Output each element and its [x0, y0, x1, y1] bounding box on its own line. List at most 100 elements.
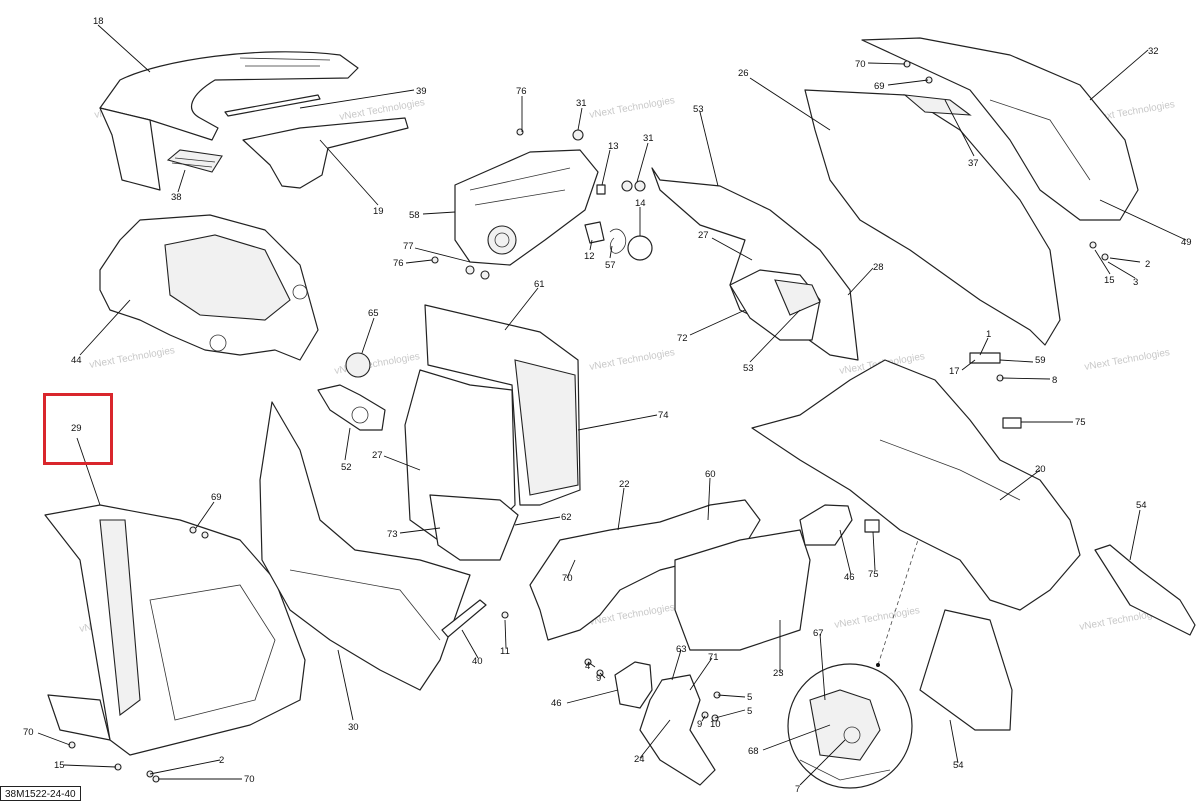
callout-label: 5 — [747, 706, 752, 717]
part-53-27-28-72-panels — [651, 167, 859, 361]
callout-label: 69 — [211, 492, 222, 503]
watermark: vNext Technologies — [339, 97, 426, 123]
part-17-59-clip — [969, 352, 1001, 364]
callout-label: 9 — [596, 673, 601, 684]
diagram-code-label: 38M1522-24-40 — [0, 786, 81, 801]
part-46-left-mirror — [614, 661, 653, 709]
part-52-bracket — [317, 384, 386, 431]
highlight-box-part-29 — [43, 393, 113, 465]
callout-label: 15 — [54, 760, 65, 771]
callout-label: 54 — [953, 760, 964, 771]
part-75-clip — [864, 519, 880, 533]
part-65-ring — [345, 352, 371, 378]
callout-label: 28 — [873, 262, 884, 273]
watermark: vNext Technologies — [89, 345, 176, 371]
callout-label: 44 — [71, 355, 82, 366]
callout-label: 70 — [855, 59, 866, 70]
part-20-front-lower-fairing — [751, 359, 1081, 611]
callout-label: 26 — [738, 68, 749, 79]
dashed-reference-line — [877, 539, 919, 666]
fasteners — [68, 60, 1109, 783]
callout-label: 19 — [373, 206, 384, 217]
callout-label: 57 — [605, 260, 616, 271]
part-26-32-37-49-upper-right-assembly — [804, 37, 1139, 346]
part-57-spring-clip — [609, 228, 627, 254]
callout-label: 52 — [341, 462, 352, 473]
callout-label: 75 — [1075, 417, 1086, 428]
watermark: vNext Technologies — [1084, 347, 1171, 373]
callout-label: 75 — [868, 569, 879, 580]
watermark: vNext Technologies — [834, 605, 921, 631]
part-22-60-mid-fairing — [529, 499, 811, 651]
callout-label: 4 — [585, 661, 590, 672]
detail-inset — [787, 663, 913, 789]
callout-label: 39 — [416, 86, 427, 97]
part-40-bracket — [441, 599, 487, 638]
callout-label: 73 — [387, 529, 398, 540]
callout-label: 65 — [368, 308, 379, 319]
callout-label: 31 — [643, 133, 654, 144]
callout-label: 58 — [409, 210, 420, 221]
callout-label: 76 — [516, 86, 527, 97]
callout-label: 46 — [844, 572, 855, 583]
part-31-grommet — [572, 129, 584, 141]
part-18-top-cover — [99, 51, 359, 191]
callout-label: 12 — [584, 251, 595, 262]
callout-labels: 18 39 38 19 76 31 13 31 14 58 77 76 12 5… — [23, 16, 1192, 795]
callout-label: 77 — [403, 241, 414, 252]
callout-label: 1 — [986, 329, 991, 340]
callout-label: 70 — [23, 727, 34, 738]
callout-label: 27 — [698, 230, 709, 241]
part-75-clip — [1002, 417, 1022, 429]
leader-lines — [37, 24, 1187, 786]
callout-label: 27 — [372, 450, 383, 461]
callout-label: 53 — [693, 104, 704, 115]
part-46-right-mirror — [799, 504, 853, 546]
callout-label: 29 — [71, 423, 82, 434]
callout-label: 74 — [658, 410, 669, 421]
callout-label: 17 — [949, 366, 960, 377]
part-44-front-fairing — [99, 214, 319, 361]
callout-label: 61 — [534, 279, 545, 290]
part-39-trim-strip — [224, 94, 321, 117]
part-14-bulb-cap — [627, 235, 653, 261]
callout-label: 40 — [472, 656, 483, 667]
callout-label: 49 — [1181, 237, 1192, 248]
part-31-grommet — [634, 180, 646, 192]
callout-label: 31 — [576, 98, 587, 109]
callout-label: 10 — [710, 719, 721, 730]
part-30-center-side-panel — [259, 401, 471, 691]
part-58-headlight-assembly — [454, 149, 599, 266]
callout-label: 69 — [874, 81, 885, 92]
callout-label: 23 — [773, 668, 784, 679]
part-38-vent-grille — [166, 149, 223, 173]
callout-label: 32 — [1148, 46, 1159, 57]
callout-label: 38 — [171, 192, 182, 203]
callout-label: 15 — [1104, 275, 1115, 286]
reference-dot — [876, 663, 880, 667]
callout-label: 9 — [697, 719, 702, 730]
callout-label: 22 — [619, 479, 630, 490]
callout-label: 18 — [93, 16, 104, 27]
callout-label: 70 — [244, 774, 255, 785]
callout-label: 67 — [813, 628, 824, 639]
watermark: vNext Technologies — [589, 347, 676, 373]
callout-label: 2 — [1145, 259, 1150, 270]
callout-label: 24 — [634, 754, 645, 765]
part-29-left-side-panel — [44, 504, 306, 756]
callout-label: 63 — [676, 644, 687, 655]
callout-label: 7 — [795, 784, 800, 795]
callout-label: 53 — [743, 363, 754, 374]
callout-label: 37 — [968, 158, 979, 169]
callout-label: 30 — [348, 722, 359, 733]
part-31-grommet — [621, 180, 633, 192]
callout-label: 59 — [1035, 355, 1046, 366]
callout-label: 70 — [562, 573, 573, 584]
callout-label: 46 — [551, 698, 562, 709]
part-54-side-guard — [1094, 544, 1196, 636]
part-13-clip — [596, 184, 606, 195]
callout-label: 76 — [393, 258, 404, 269]
part-61-74-side-cover — [424, 304, 581, 506]
part-63-71-24-mirror-bracket — [639, 674, 716, 786]
